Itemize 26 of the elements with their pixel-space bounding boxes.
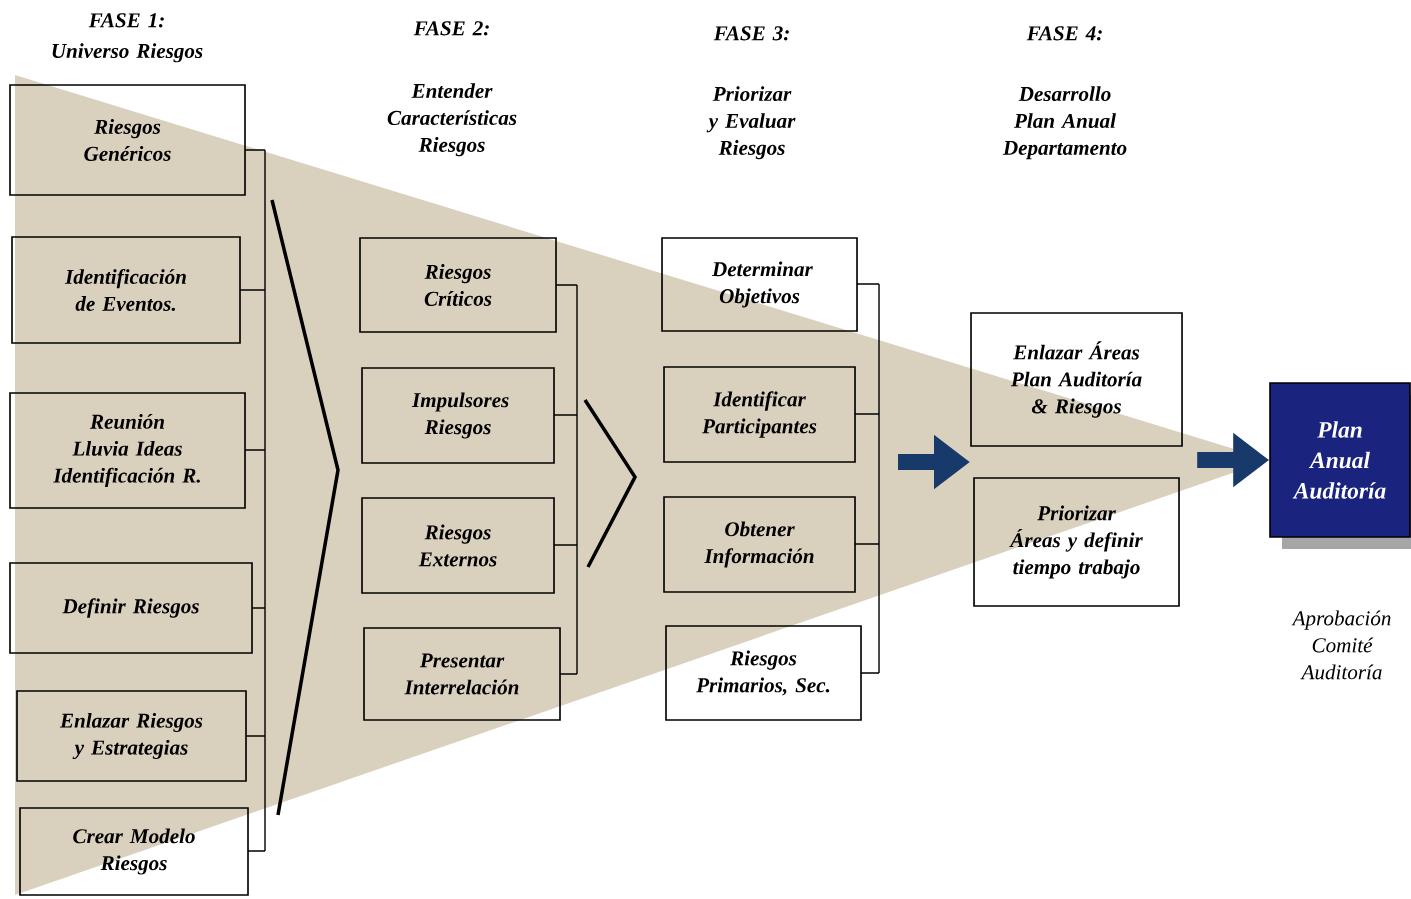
plan-box: Plan Anual Auditoría xyxy=(1269,382,1411,538)
step-box: Identificación de Eventos. xyxy=(11,236,241,344)
phase-title: Priorizar y Evaluar Riesgos xyxy=(706,86,796,160)
step-box: Priorizar Áreas y definir tiempo trabajo xyxy=(973,477,1180,607)
step-box: Obtener Información xyxy=(663,496,856,593)
step-box: Definir Riesgos xyxy=(9,562,253,654)
step-box: Riesgos Críticos xyxy=(359,237,557,333)
step-box: Riesgos Primarios, Sec. xyxy=(665,625,862,721)
phase-title: Entender Características Riesgos xyxy=(387,83,517,157)
step-box: Reunión Lluvia Ideas Identificación R. xyxy=(9,392,246,509)
step-box: Crear Modelo Riesgos xyxy=(19,807,249,896)
step-box: Enlazar Riesgos y Estrategias xyxy=(16,690,247,782)
phase-heading: FASE 3: xyxy=(713,26,789,41)
step-box: Riesgos Genéricos xyxy=(9,84,246,196)
step-box: Determinar Objetivos xyxy=(661,237,858,332)
step-box: Enlazar Áreas Plan Auditoría & Riesgos xyxy=(970,312,1183,447)
phase-title: Desarrollo Plan Anual Departamento xyxy=(1002,86,1127,160)
step-box: Impulsores Riesgos xyxy=(361,367,555,464)
phase-heading: FASE 4: xyxy=(1026,26,1102,41)
step-box: Presentar Interrelación xyxy=(363,627,561,721)
phase-title: Universo Riesgos xyxy=(52,43,203,63)
step-box: Identificar Participantes xyxy=(663,366,856,463)
phase-heading: FASE 2: xyxy=(413,21,489,36)
caption-text: Aprobación Comité Auditoría xyxy=(1291,610,1391,680)
step-box: Riesgos Externos xyxy=(361,497,555,594)
phase-heading: FASE 1: xyxy=(88,13,164,28)
